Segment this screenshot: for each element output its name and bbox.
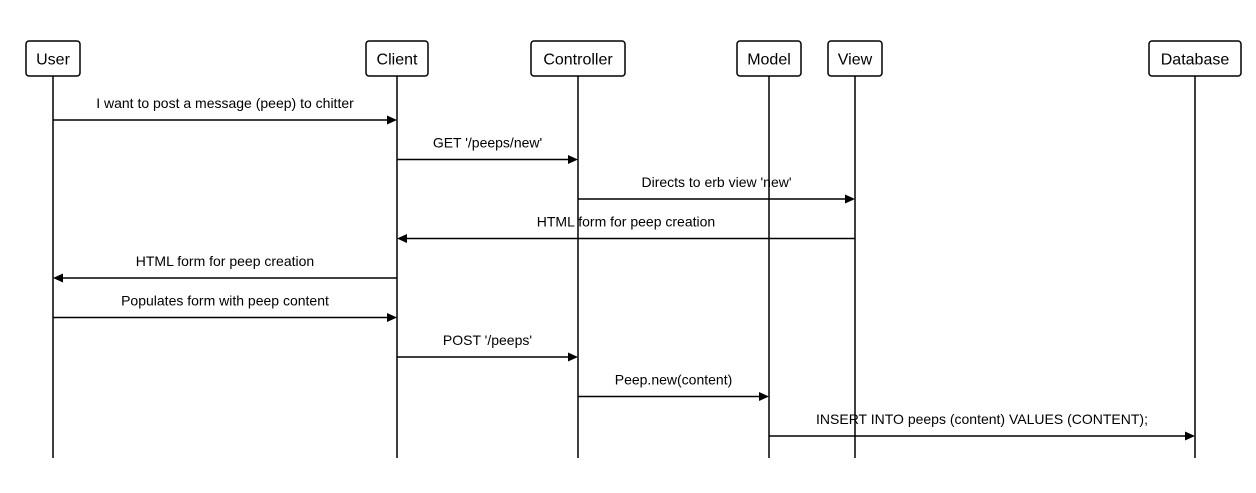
message-6: Populates form with peep content [53,293,397,322]
message-4: HTML form for peep creation [397,214,855,243]
participant-box-client [365,40,429,77]
participant-label-user: User [36,52,70,69]
participant-client: Client [365,40,429,77]
participant-box-database [1148,40,1242,77]
participants: User Client Controller Model View Database [25,40,1242,77]
arrow-head-icon [397,234,407,243]
message-label: Peep.new(content) [615,372,733,388]
participant-box-user [25,40,81,77]
participant-box-controller [530,40,626,77]
participant-user: User [25,40,81,77]
message-1: I want to post a message (peep) to chitt… [53,95,397,125]
participant-label-database: Database [1161,52,1230,69]
participant-label-controller: Controller [543,52,613,69]
arrow-head-icon [568,155,578,164]
participant-label-client: Client [377,52,418,69]
participant-box-model [736,40,802,77]
message-label: POST '/peeps' [443,332,532,348]
arrow-head-icon [845,194,855,204]
message-label: HTML form for peep creation [136,253,314,269]
participant-view: View [827,40,883,77]
participant-controller: Controller [530,40,626,77]
arrow-head-icon [53,273,63,283]
lifelines [52,76,1196,458]
message-label: HTML form for peep creation [537,214,715,230]
message-label: Populates form with peep content [121,293,329,309]
message-label: Directs to erb view 'new' [641,174,791,190]
message-2: GET '/peeps/new' [397,135,578,164]
arrow-head-icon [387,115,397,125]
arrow-head-icon [568,352,578,362]
participant-label-model: Model [747,52,791,69]
message-3: Directs to erb view 'new' [578,174,855,204]
participant-model: Model [736,40,802,77]
participant-database: Database [1148,40,1242,77]
messages: I want to post a message (peep) to chitt… [53,95,1195,441]
message-5: HTML form for peep creation [53,253,397,283]
message-label: GET '/peeps/new' [433,135,542,151]
message-7: POST '/peeps' [397,332,578,362]
message-8: Peep.new(content) [578,372,769,401]
message-label: I want to post a message (peep) to chitt… [96,95,354,111]
message-label: INSERT INTO peeps (content) VALUES (CONT… [816,411,1148,427]
message-9: INSERT INTO peeps (content) VALUES (CONT… [769,411,1195,441]
arrow-head-icon [759,392,769,401]
participant-box-view [827,40,883,77]
arrow-head-icon [387,313,397,322]
participant-label-view: View [838,52,873,69]
arrow-head-icon [1185,431,1195,441]
